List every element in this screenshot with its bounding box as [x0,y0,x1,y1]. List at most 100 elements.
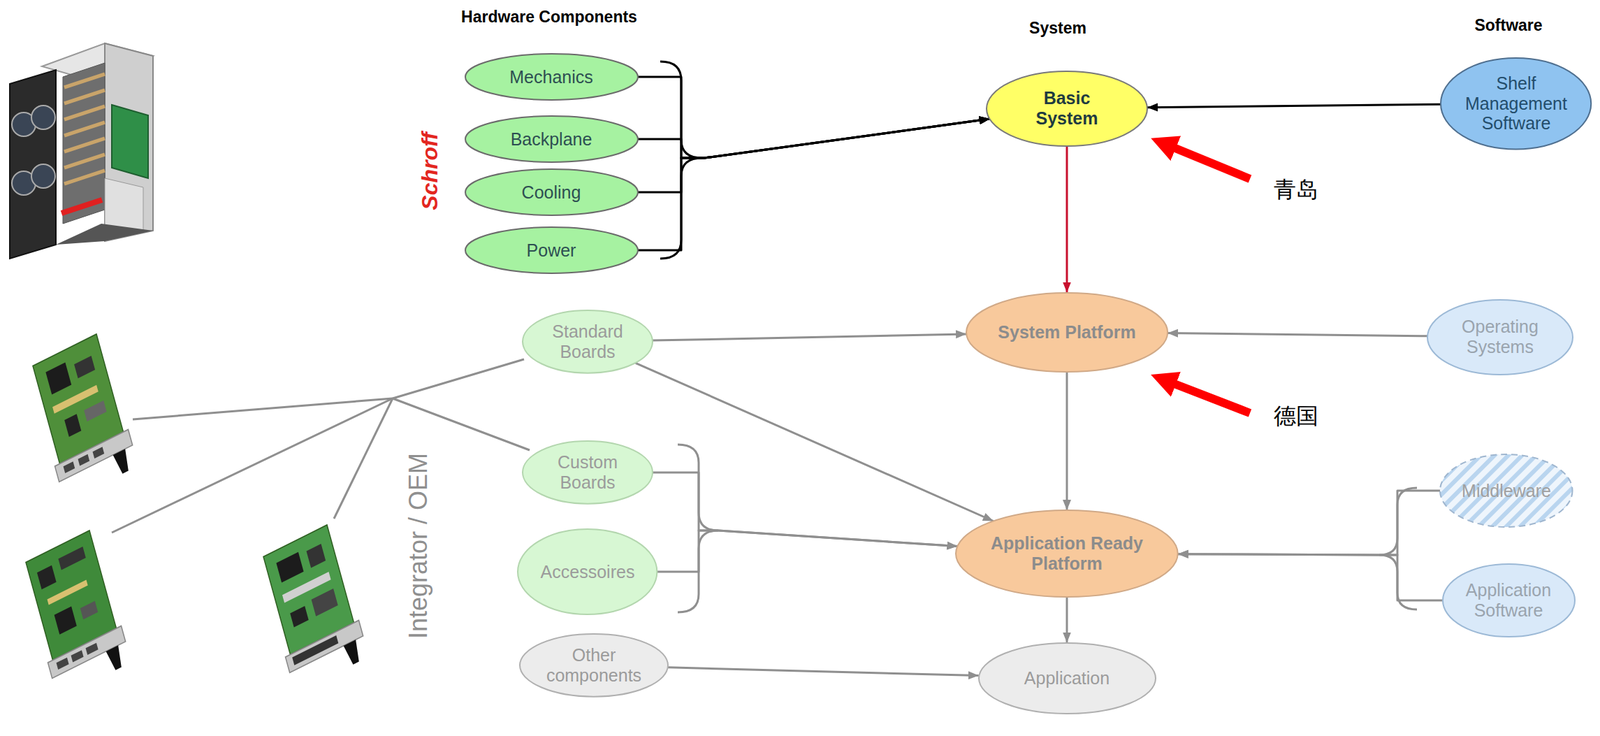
vendor-label: Schroff [417,132,443,210]
text-stack: Middleware [1438,452,1575,529]
node-text: Mechanics [509,67,594,88]
handle [113,448,132,476]
subrack-rail [61,199,103,214]
handle [106,644,125,672]
port [85,642,99,655]
arrow-connector [637,118,991,193]
fan [31,164,56,188]
subrack-floor [55,223,154,245]
arrow-connector [1177,490,1440,555]
ellipse-node: Custom Boards [521,439,654,506]
ellipse-fill [522,310,653,374]
node-text: Power [526,240,577,261]
ellipse-node: Power [463,225,640,275]
callout-label: 德国 [1273,403,1319,429]
ellipse-node: Operating Systems [1426,298,1575,376]
ellipse-fill [465,115,638,163]
callout-label: 青岛 [1273,177,1319,202]
text-stack: System Platform [964,291,1169,374]
ellipse-node: Accessoires [516,527,659,616]
arrow-connector [652,333,967,341]
text-stack: Custom Boards [521,439,654,506]
chip [64,413,82,437]
port [78,454,91,467]
chip [289,605,309,628]
ellipse-node: Application Ready Platform [954,508,1180,599]
group-label: Integrator / OEM [404,452,433,639]
ellipse-fill [955,510,1178,597]
ellipse-fill [465,227,638,274]
column-heading: Software [1474,16,1543,35]
leader-line [111,398,393,533]
text-stack: Standard Boards [521,308,654,375]
ellipse-fill [966,292,1168,372]
node-text: Cooling [521,182,582,203]
arrow-connector [1177,554,1443,601]
column-heading: System [1029,19,1087,38]
node-text: Operating Systems [1451,316,1549,358]
ellipse-fill [1440,454,1573,527]
card-guide [64,138,105,152]
ellipse-node: Basic System [985,69,1149,148]
arrow-connector [637,118,991,251]
arrow-connector [657,530,958,572]
callout-arrow [1163,143,1250,179]
ellipse-node: Application [977,641,1158,715]
chip [74,355,96,378]
card-guide [64,74,105,88]
arrow-connector [637,76,991,158]
chip [80,600,98,620]
leader-line [392,359,525,399]
ellipse-node: Backplane [463,114,640,164]
arrow-connector [1066,146,1069,293]
ellipse-node: Cooling [463,167,640,217]
ellipse-fill [517,528,657,615]
text-stack: Application Software [1441,562,1577,638]
ellipse-fill [519,633,668,697]
fan [31,105,56,130]
ellipse-node: Mechanics [463,52,640,102]
ellipse-fill [465,169,638,216]
card-guide [64,106,105,120]
port [92,446,105,459]
arrow-connector [1066,371,1069,511]
ellipse-node: Standard Boards [521,308,654,375]
node-text: Other components [537,644,650,686]
text-stack: Power [463,225,640,275]
text-stack: Application Ready Platform [954,508,1180,599]
card-guide [64,154,105,168]
chip [275,551,304,583]
card-guide [64,170,105,184]
subrack-side [104,43,154,242]
front-panel [48,626,126,679]
chip [57,546,86,571]
arrow-connector [635,362,994,521]
text-stack: Cooling [463,167,640,217]
ellipse-fill [522,440,653,504]
text-stack: Other components [518,632,670,698]
arrow-connector [1147,104,1441,108]
text-stack: Shelf Management Software [1439,56,1593,151]
port [63,461,76,474]
chip [306,543,327,569]
node-text: Application Ready Platform [979,533,1155,574]
text-stack: Accessoires [516,527,659,616]
node-text: Application Software [1456,579,1561,621]
chip [83,400,107,422]
front-panel [55,429,133,483]
card-guide [64,122,105,136]
chip [37,565,57,590]
node-text: System Platform [997,322,1136,343]
text-stack: Mechanics [463,52,640,102]
leader-lines [111,359,530,533]
ellipse-fill [1427,299,1573,375]
handle [343,639,362,666]
ellipse-fill [1440,57,1591,149]
text-stack: Application [977,641,1158,715]
arrow-connector [1167,333,1428,337]
subrack-pcb [111,104,149,179]
node-text: Application [1024,667,1110,689]
